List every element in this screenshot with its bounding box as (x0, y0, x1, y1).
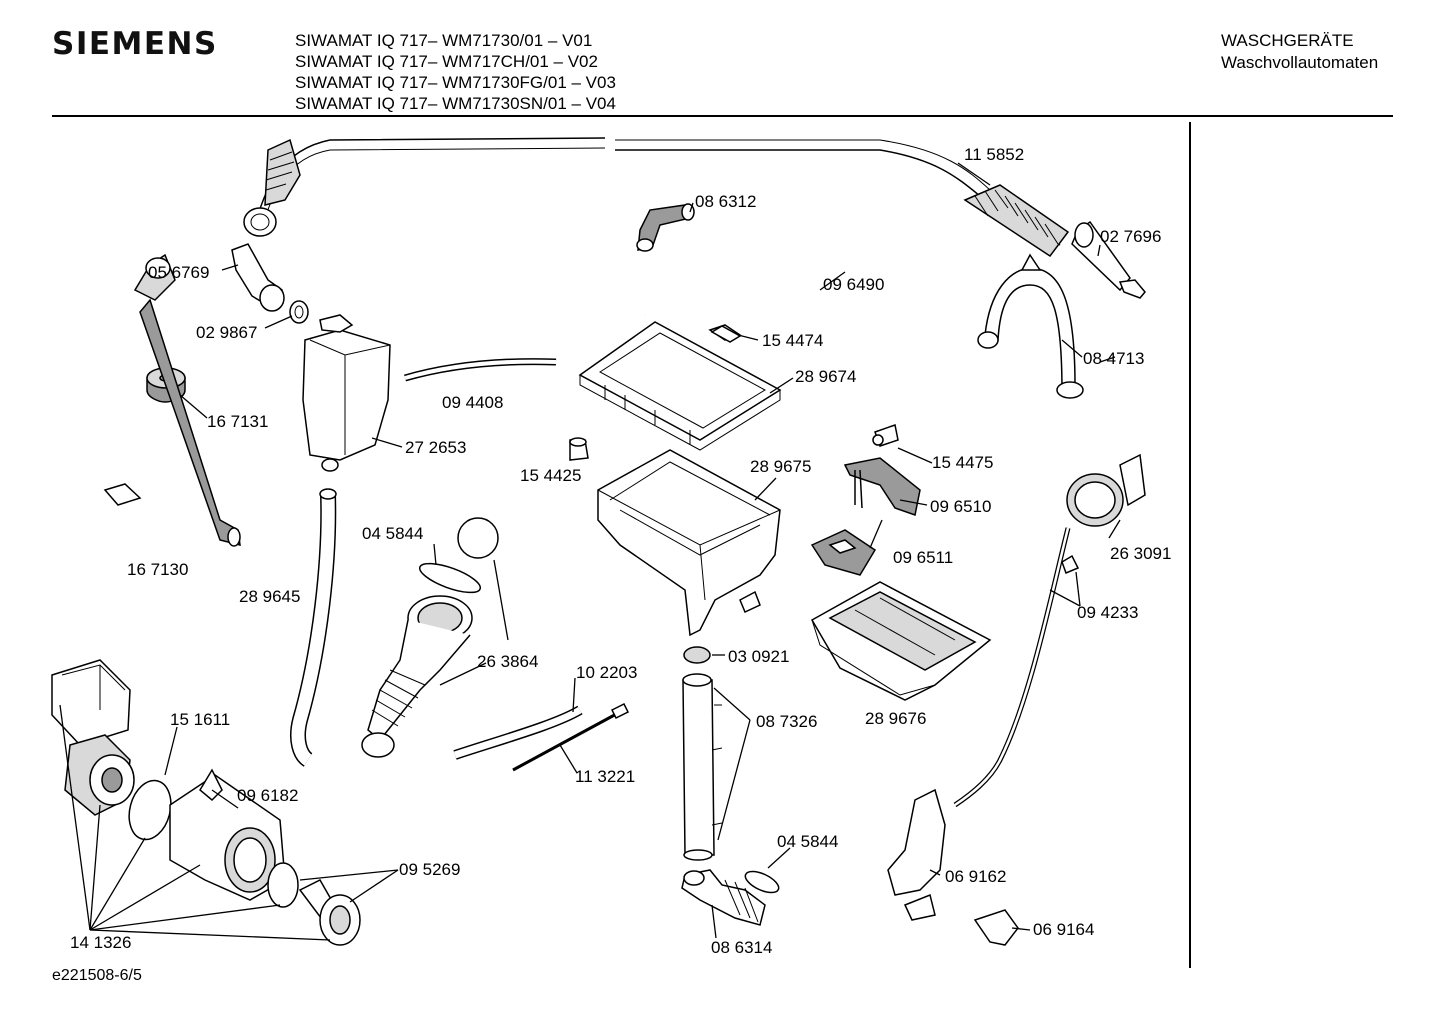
part-label: 26 3091 (1110, 544, 1171, 563)
filter-seal-part (267, 862, 299, 908)
part-label: 05 6769 (148, 263, 209, 282)
mount-bracket-part (887, 788, 946, 921)
elbow-clamp-part (744, 870, 780, 894)
category-block: WASCHGERÄTE Waschvollautomaten (1221, 30, 1378, 74)
part-label: 03 0921 (728, 647, 789, 666)
part-label: 08 6312 (695, 192, 756, 211)
model-line: SIWAMAT IQ 717– WM71730SN/01 – V04 (295, 94, 616, 113)
ball-part (457, 517, 499, 559)
dispenser-housing-part (597, 449, 781, 637)
part-label: 09 6490 (823, 275, 884, 294)
seal-ring-part (289, 300, 309, 324)
part-label: 16 7131 (207, 412, 268, 431)
part-label: 04 5844 (777, 832, 838, 851)
part-label: 09 4408 (442, 393, 503, 412)
vertical-pipe-part (682, 673, 723, 861)
hose-elbow-part (231, 243, 285, 312)
part-label: 08 7326 (756, 712, 817, 731)
part-label: 09 6510 (930, 497, 991, 516)
cover-cap-part (973, 909, 1019, 946)
model-line: SIWAMAT IQ 717– WM71730/01 – V01 (295, 31, 593, 50)
part-label: 15 1611 (170, 710, 230, 729)
part-label: 26 3864 (477, 652, 538, 671)
part-label: 04 5844 (362, 524, 423, 543)
small-hose-part (636, 203, 695, 252)
part-label: 27 2653 (405, 438, 466, 457)
tube-clamp-part (1061, 554, 1080, 574)
lever-part (843, 457, 921, 516)
part-label: 09 5269 (399, 860, 460, 879)
part-label: 09 6182 (237, 786, 298, 805)
model-line: SIWAMAT IQ 717– WM71730FG/01 – V03 (295, 73, 616, 92)
drawing-id: e221508-6/5 (52, 967, 142, 984)
container-part (302, 314, 391, 472)
drain-hose-part (243, 137, 1070, 258)
model-list: SIWAMAT IQ 717– WM71730/01 – V01 SIWAMAT… (295, 30, 616, 114)
small-fitting-part (569, 437, 589, 461)
part-label: 06 9164 (1033, 920, 1094, 939)
drain-elbow-part (681, 869, 766, 926)
siemens-logo: SIEMENS (52, 26, 218, 62)
pressure-switch-part (1066, 453, 1146, 527)
part-label: 11 5852 (964, 145, 1024, 164)
drain-pump-part (64, 734, 135, 816)
category-title: WASCHGERÄTE (1221, 31, 1354, 50)
part-label: 15 4475 (932, 453, 993, 472)
hose-clamp-part (418, 562, 482, 594)
inlet-valve-part (103, 253, 241, 547)
part-label: 08 4713 (1083, 349, 1144, 368)
hose-connector-part (872, 424, 899, 447)
part-label: 06 9162 (945, 867, 1006, 886)
flap-part (810, 529, 877, 576)
part-label: 02 7696 (1100, 227, 1161, 246)
part-label: 15 4425 (520, 466, 581, 485)
category-subtitle: Waschvollautomaten (1221, 53, 1379, 72)
tube-seal-part (683, 646, 711, 664)
part-labels: 11 5852 08 6312 02 7696 05 6769 09 6490 … (70, 145, 1171, 957)
part-label: 09 6511 (893, 548, 953, 567)
part-label: 16 7130 (127, 560, 188, 579)
part-label: 28 9645 (239, 587, 300, 606)
model-line: SIWAMAT IQ 717– WM717CH/01 – V02 (295, 52, 598, 71)
pump-cover-part (51, 659, 131, 746)
pressure-tube-part (953, 527, 1071, 808)
part-label: 28 9675 (750, 457, 811, 476)
bellow-hose-part (361, 595, 473, 758)
part-label: 10 2203 (576, 663, 637, 682)
part-label: 28 9674 (795, 367, 856, 386)
hose-plug-part (1071, 220, 1146, 299)
pump-housing-part (169, 768, 286, 901)
part-label: 11 3221 (575, 767, 635, 786)
drain-filter-part (298, 879, 361, 946)
hose-holder-part (977, 253, 1084, 399)
part-label: 08 6314 (711, 938, 772, 957)
rod-part (512, 702, 630, 772)
part-label: 15 4474 (762, 331, 823, 350)
part-label: 09 4233 (1077, 603, 1138, 622)
part-label: 02 9867 (196, 323, 257, 342)
part-label: 28 9676 (865, 709, 926, 728)
detergent-drawer-part (810, 581, 992, 701)
part-label: 14 1326 (70, 933, 131, 952)
leader-lines (59, 162, 1121, 941)
